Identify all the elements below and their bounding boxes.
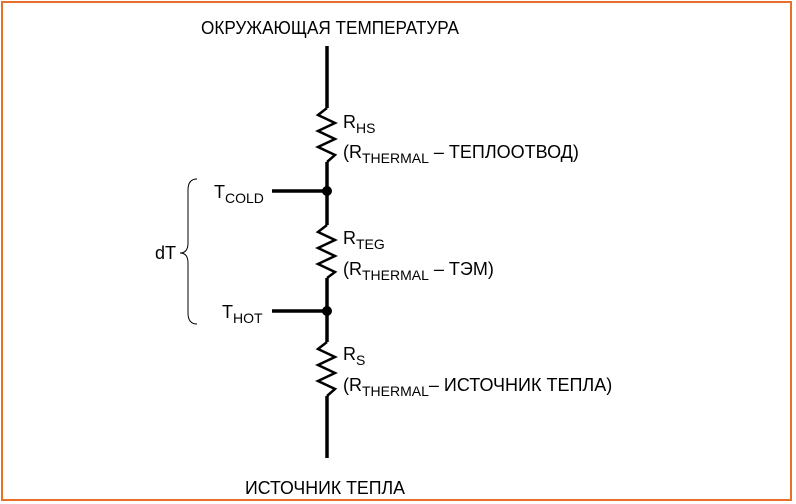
t-hot-label: THOT xyxy=(222,302,263,326)
r-s-description: (RTHERMAL– ИСТОЧНИК ТЕПЛА) xyxy=(343,375,612,399)
node-cold-dot xyxy=(322,186,332,196)
ambient-label: ОКРУЖАЮЩАЯ ТЕМПЕРАТУРА xyxy=(201,18,459,38)
heat-source-label: ИСТОЧНИК ТЕПЛА xyxy=(245,478,405,498)
r-hs-description: (RTHERMAL – ТЕПЛООТВОД) xyxy=(343,142,579,166)
dt-brace xyxy=(179,178,198,325)
t-cold-label: TCOLD xyxy=(214,182,264,206)
r-hs-label: RHS xyxy=(343,112,375,136)
r-teg-label: RTEG xyxy=(343,228,385,252)
r-teg-description: (RTHERMAL – ТЭМ) xyxy=(343,259,494,283)
resistor-hs xyxy=(315,107,338,163)
node-hot-dot xyxy=(322,306,332,316)
resistor-s xyxy=(315,341,338,397)
r-s-label: RS xyxy=(343,344,365,368)
delta-t-label: dT xyxy=(155,243,176,263)
resistor-teg xyxy=(315,224,338,279)
